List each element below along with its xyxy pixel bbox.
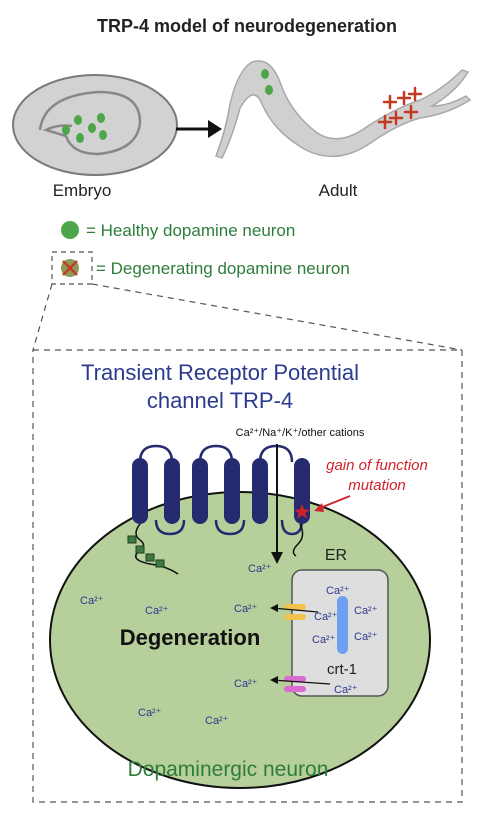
calcium-ion: Ca²⁺ [138,707,162,719]
embryo-neurons [62,113,107,143]
mutation-arrow [314,495,351,512]
legend: = Healthy dopamine neuron = Degenerating… [51,221,350,285]
c-terminal-tail [292,523,304,557]
er-label: ER [325,547,347,564]
crt1-label: crt-1 [327,661,357,678]
inset-title-line1: Transient Receptor Potential [81,360,359,385]
calcium-release-arrow [270,604,319,613]
legend-zoom-box [51,251,93,285]
calcium-ion: Ca²⁺ [80,595,104,607]
adult-label: Adult [319,181,358,200]
cation-influx-arrow [271,444,283,564]
figure-title: TRP-4 model of neurodegeneration [97,16,397,36]
adult-healthy-neuron [261,69,269,79]
er-pore-yellow [284,604,306,620]
legend-degenerating-marker [61,259,79,277]
legend-degenerating-label: = Degenerating dopamine neuron [96,259,350,278]
calcium-ions: Ca²⁺ Ca²⁺ Ca²⁺ Ca²⁺ Ca²⁺ Ca²⁺ Ca²⁺ Ca²⁺ … [80,563,378,727]
calcium-ion: Ca²⁺ [334,684,358,696]
embryo-illustration [12,74,178,176]
trp4-channel [132,444,310,557]
channel-helix [252,458,268,524]
calcium-ion: Ca²⁺ [248,563,272,575]
calcium-ion: Ca²⁺ [354,631,378,643]
calcium-ion: Ca²⁺ [234,678,258,690]
calcium-ion: Ca²⁺ [234,603,258,615]
mutation-star-icon [294,504,310,519]
inset-box [32,349,463,803]
calcium-ion: Ca²⁺ [326,585,350,597]
degeneration-label: Degeneration [120,625,261,650]
calcium-ion: Ca²⁺ [354,605,378,617]
calcium-ion: Ca²⁺ [312,634,336,646]
development-arrow [176,120,222,138]
calcium-ion: Ca²⁺ [314,611,338,623]
mutation-label-line2: mutation [348,477,406,494]
er-pore-magenta [284,676,306,692]
calcium-ion: Ca²⁺ [145,605,169,617]
channel-helix [164,458,180,524]
channel-helix [132,458,148,524]
calcium-ion: Ca²⁺ [205,715,229,727]
adult-worm-illustration [215,60,472,159]
degenerating-neurons [377,86,423,130]
ankyrin-tail [127,523,179,575]
adult-healthy-neuron [265,85,273,95]
legend-healthy-label: = Healthy dopamine neuron [86,221,295,240]
inset-title-line2: channel TRP-4 [147,388,293,413]
crt1-protein [337,596,348,654]
channel-helix [294,458,310,524]
legend-healthy-marker [61,221,79,239]
neuron-label: Dopaminergic neuron [128,758,329,781]
embryo-label: Embryo [53,181,112,200]
cations-label: Ca²⁺/Na⁺/K⁺/other cations [236,427,365,439]
mutation-label-line1: gain of function [326,457,428,474]
zoom-lines [32,283,463,351]
channel-helix [192,458,208,524]
calcium-release-arrow [270,676,331,685]
channel-helix [224,458,240,524]
